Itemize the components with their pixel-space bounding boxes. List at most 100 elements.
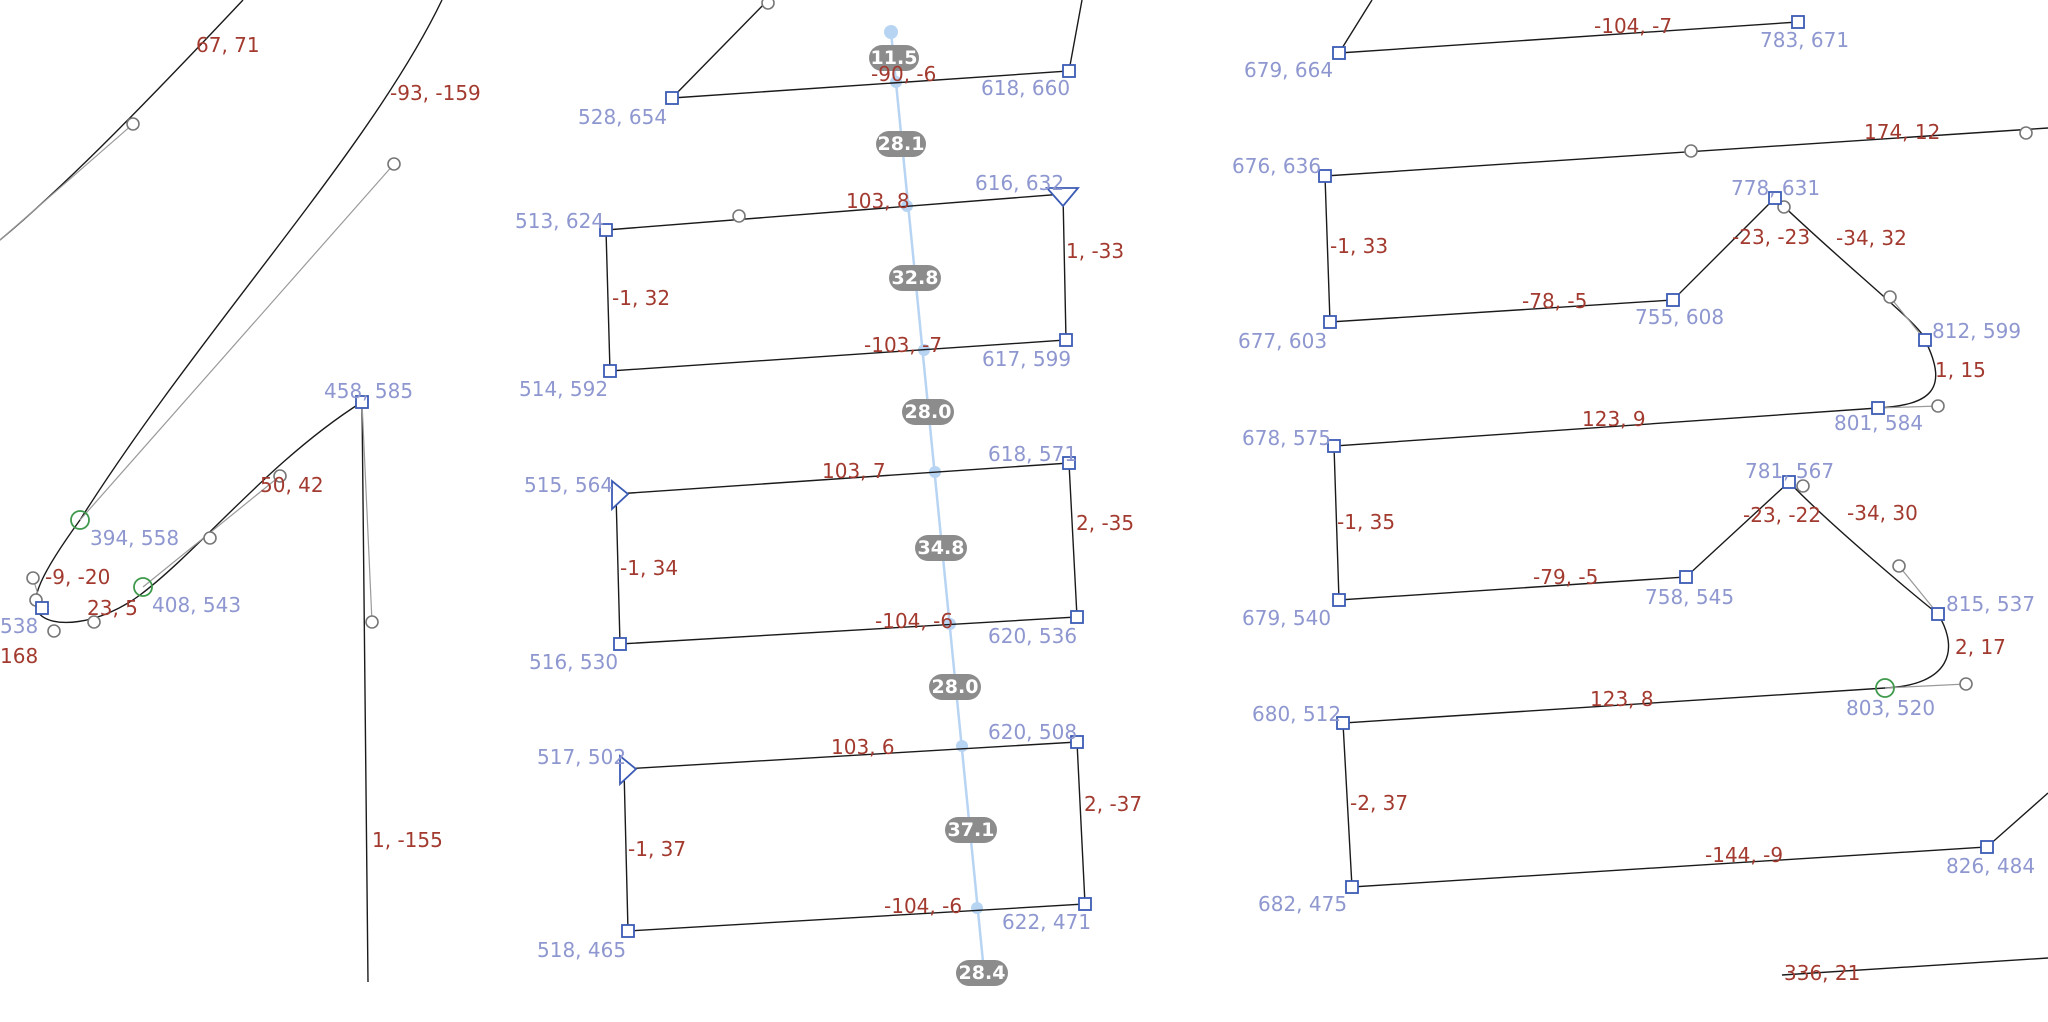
handle-line: [1877, 405, 1939, 409]
coordinate-label: 528, 654: [578, 105, 667, 129]
measure-pill: 34.8: [915, 535, 967, 561]
coordinate-label: 618, 571: [988, 442, 1077, 466]
square-node-icon[interactable]: [1980, 840, 1994, 854]
selected-node-icon[interactable]: [1875, 678, 1895, 698]
handle-icon[interactable]: [365, 615, 379, 629]
measure-label: 28.0: [932, 676, 979, 698]
coordinate-label: 394, 558: [90, 526, 179, 550]
offset-label: -1, 32: [612, 286, 670, 310]
offset-label: 1, -155: [372, 828, 443, 852]
offset-label: -1, 35: [1337, 510, 1395, 534]
corner-node-icon[interactable]: [1044, 187, 1080, 208]
offset-label: -104, -6: [884, 894, 962, 918]
coordinate-label: 679, 664: [1244, 58, 1333, 82]
square-node-icon[interactable]: [665, 91, 679, 105]
square-node-icon[interactable]: [1332, 46, 1346, 60]
contour-path: [1338, 21, 1799, 54]
handle-icon[interactable]: [1883, 290, 1897, 304]
handle-icon[interactable]: [1684, 144, 1698, 158]
handle-icon[interactable]: [26, 571, 40, 585]
handle-icon[interactable]: [203, 531, 217, 545]
square-node-icon[interactable]: [613, 637, 627, 651]
handle-icon[interactable]: [1796, 479, 1810, 493]
square-node-icon[interactable]: [1070, 735, 1084, 749]
coordinate-label: 514, 592: [519, 377, 608, 401]
square-node-icon[interactable]: [603, 364, 617, 378]
contour-path: [605, 193, 1067, 372]
square-node-icon[interactable]: [1931, 607, 1945, 621]
square-node-icon[interactable]: [1918, 333, 1932, 347]
coordinate-label: 620, 508: [988, 720, 1077, 744]
square-node-icon[interactable]: [1336, 716, 1350, 730]
handle-icon[interactable]: [387, 157, 401, 171]
coordinate-label: 616, 632: [975, 171, 1064, 195]
square-node-icon[interactable]: [1791, 15, 1805, 29]
measure-pill: 28.1: [876, 131, 926, 157]
handle-line: [1889, 296, 1926, 341]
square-node-icon[interactable]: [1078, 897, 1092, 911]
handle-line: [79, 163, 395, 521]
offset-label: 50, 42: [260, 473, 324, 497]
handle-icon[interactable]: [2019, 126, 2033, 140]
square-node-icon[interactable]: [1679, 570, 1693, 584]
contour-path: [1338, 0, 1373, 54]
corner-node-icon[interactable]: [619, 754, 638, 787]
measure-label: 28.0: [905, 401, 952, 423]
offset-label: 2, -35: [1076, 511, 1134, 535]
square-node-icon[interactable]: [1327, 439, 1341, 453]
coordinate-label: 676, 636: [1232, 154, 1321, 178]
offset-label: 2, 17: [1955, 635, 2006, 659]
contour-path: [623, 741, 1086, 932]
guide-point-icon: [890, 76, 902, 88]
square-node-icon[interactable]: [1062, 456, 1076, 470]
guide-point-icon[interactable]: [884, 25, 898, 39]
left-glyph: [0, 0, 443, 983]
square-node-icon[interactable]: [1871, 401, 1885, 415]
handle-icon[interactable]: [1959, 677, 1973, 691]
handle-icon[interactable]: [126, 117, 140, 131]
offset-label: -79, -5: [1533, 565, 1598, 589]
handle-line: [1898, 565, 1939, 615]
offset-label: -23, -23: [1732, 225, 1810, 249]
coordinate-label: 781, 567: [1745, 459, 1834, 483]
square-node-icon[interactable]: [1666, 293, 1680, 307]
handle-icon[interactable]: [732, 209, 746, 223]
handle-icon[interactable]: [87, 615, 101, 629]
coordinate-label: 458, 585: [324, 379, 413, 403]
square-node-icon[interactable]: [1332, 593, 1346, 607]
square-node-icon[interactable]: [1768, 191, 1782, 205]
handle-icon[interactable]: [1892, 559, 1906, 573]
coordinate-label: 682, 475: [1258, 892, 1347, 916]
handle-icon[interactable]: [1931, 399, 1945, 413]
square-node-icon[interactable]: [1062, 64, 1076, 78]
square-node-icon[interactable]: [1782, 475, 1796, 489]
square-node-icon[interactable]: [1318, 169, 1332, 183]
offset-label: 103, 7: [822, 459, 886, 483]
square-node-icon[interactable]: [599, 223, 613, 237]
coordinate-label: 680, 512: [1252, 702, 1341, 726]
square-node-icon[interactable]: [1070, 610, 1084, 624]
selected-node-icon[interactable]: [70, 510, 90, 530]
square-node-icon[interactable]: [1323, 315, 1337, 329]
offset-label: -90, -6: [871, 62, 936, 86]
coordinate-label: 826, 484: [1946, 854, 2035, 878]
square-node-icon[interactable]: [355, 395, 369, 409]
square-node-icon[interactable]: [35, 601, 49, 615]
corner-node-icon[interactable]: [611, 479, 630, 512]
handle-icon[interactable]: [761, 0, 775, 10]
offset-label: 1, 15: [1935, 358, 1986, 382]
square-node-icon[interactable]: [1345, 880, 1359, 894]
measure-pill: 37.1: [945, 817, 997, 843]
coordinate-label: 618, 660: [981, 76, 1070, 100]
measure-pill: 32.8: [889, 265, 941, 291]
measure-pill: 28.0: [902, 399, 954, 425]
measure-pill: 28.4: [956, 960, 1008, 986]
square-node-icon[interactable]: [1059, 333, 1073, 347]
selected-node-icon[interactable]: [133, 577, 153, 597]
measure-label: 11.5: [871, 47, 918, 69]
handle-icon[interactable]: [47, 624, 61, 638]
offset-label: -23, -22: [1743, 503, 1821, 527]
handle-icon[interactable]: [273, 469, 287, 483]
square-node-icon[interactable]: [621, 924, 635, 938]
